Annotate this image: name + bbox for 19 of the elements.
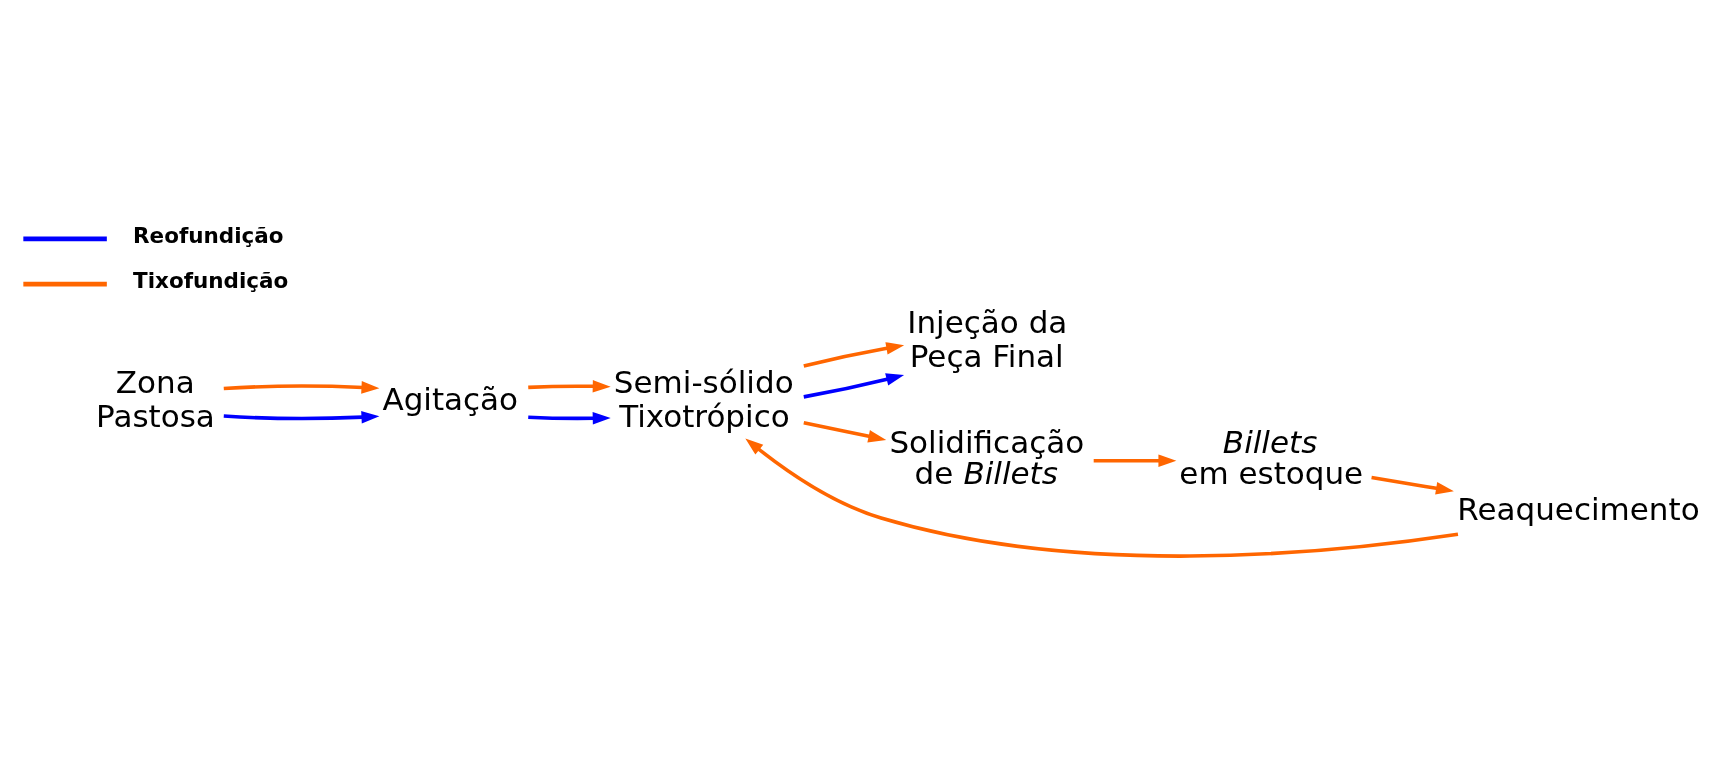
node-text: Injeção da Peça Final: [907, 303, 1068, 375]
node-text: Zona Pastosa: [96, 363, 215, 435]
arrow: [745, 438, 1459, 558]
arrow: [1371, 475, 1454, 495]
arrow: [528, 380, 611, 393]
arrow: [528, 412, 611, 425]
arrow: [223, 381, 380, 394]
node-text: Solidificação de Billets: [889, 424, 1085, 492]
arrow: [223, 410, 380, 424]
node-text: Billets em estoque: [1179, 424, 1364, 492]
arrow: [803, 342, 905, 368]
node-text: Reaquecimento: [1457, 490, 1700, 527]
arrow: [803, 421, 887, 443]
node-text: Semi-sólido Tixotrópico: [613, 363, 794, 435]
legend-label: Reofundição: [133, 222, 284, 248]
node-text: Agitação: [382, 380, 519, 417]
arrow: [1093, 454, 1177, 468]
arrow: [803, 373, 905, 399]
legend-label: Tixofundição: [133, 268, 289, 294]
